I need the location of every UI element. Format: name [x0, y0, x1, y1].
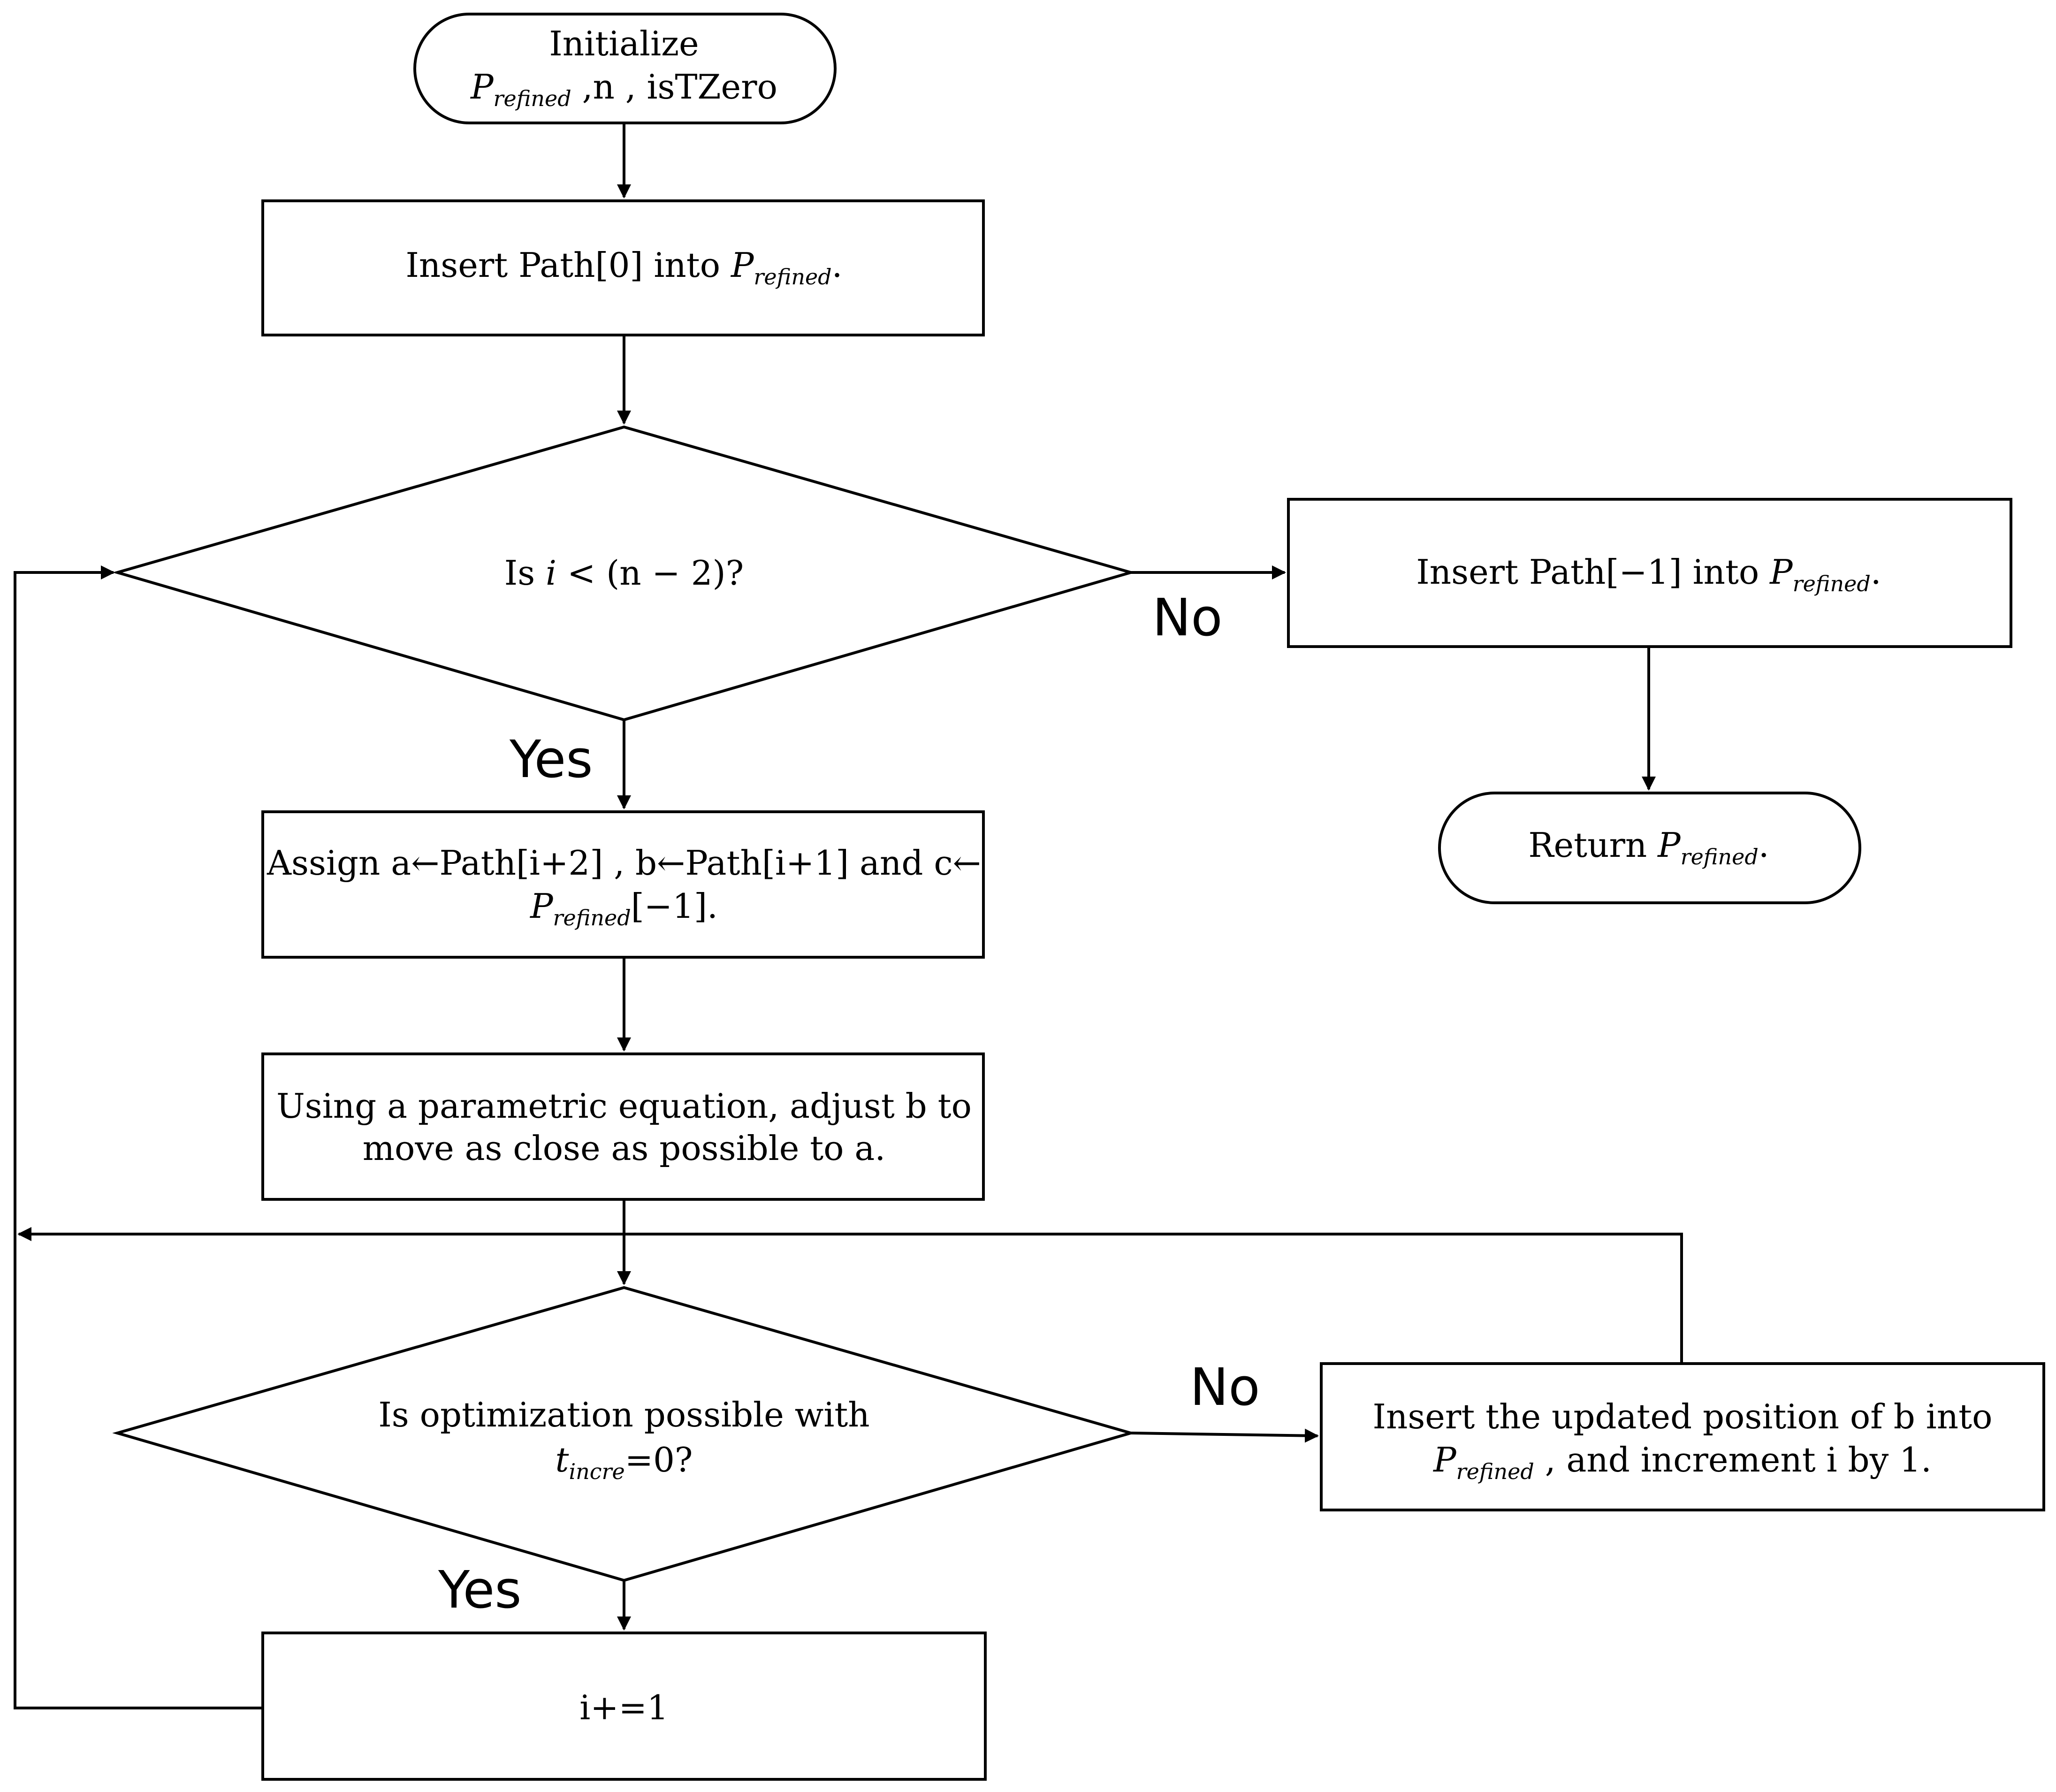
edge-insert-updated-back	[17, 1227, 1683, 1364]
start-label-line2: Prefined ,n , isTZero	[470, 67, 777, 111]
loop-no-label: No	[1152, 587, 1223, 648]
insert-first-box	[261, 199, 985, 336]
return-terminal	[1438, 792, 1861, 904]
opt-check-label-line1: Is optimization possible with	[378, 1395, 869, 1434]
assign-box	[261, 810, 985, 959]
insert-last-label: Insert Path[−1] into Prefined.	[1416, 552, 1881, 596]
loop-check-label: Is i < (n − 2)?	[504, 553, 744, 593]
opt-no-label: No	[1190, 1357, 1260, 1417]
insert-updated-label-line2: Prefined , and increment i by 1.	[1432, 1440, 1932, 1484]
increment-label: i+=1	[579, 1688, 669, 1727]
assign-label-line1: Assign a←Path[i+2] , b←Path[i+1] and c←	[267, 843, 981, 883]
return-label: Return Prefined.	[1528, 825, 1769, 869]
opt-check-label-line2: tincre=0?	[556, 1440, 693, 1484]
increment-box	[261, 1632, 987, 1781]
edge-increment-back-to-loop	[14, 565, 263, 1709]
adjust-label-line2: move as close as possible to a.	[363, 1129, 885, 1168]
adjust-box	[261, 1052, 985, 1201]
insert-first-label: Insert Path[0] into Prefined.	[405, 245, 842, 290]
start-label-line1: Initialize	[549, 24, 699, 63]
adjust-label-line1: Using a parametric equation, adjust b to	[276, 1086, 972, 1126]
assign-label-line2: Prefined[−1].	[529, 886, 718, 930]
opt-yes-label: Yes	[438, 1560, 522, 1620]
insert-updated-box	[1320, 1362, 2045, 1511]
loop-yes-label: Yes	[509, 729, 593, 789]
insert-updated-label-line1: Insert the updated position of b into	[1373, 1397, 1993, 1436]
edge-opt-no	[1130, 1428, 1319, 1443]
